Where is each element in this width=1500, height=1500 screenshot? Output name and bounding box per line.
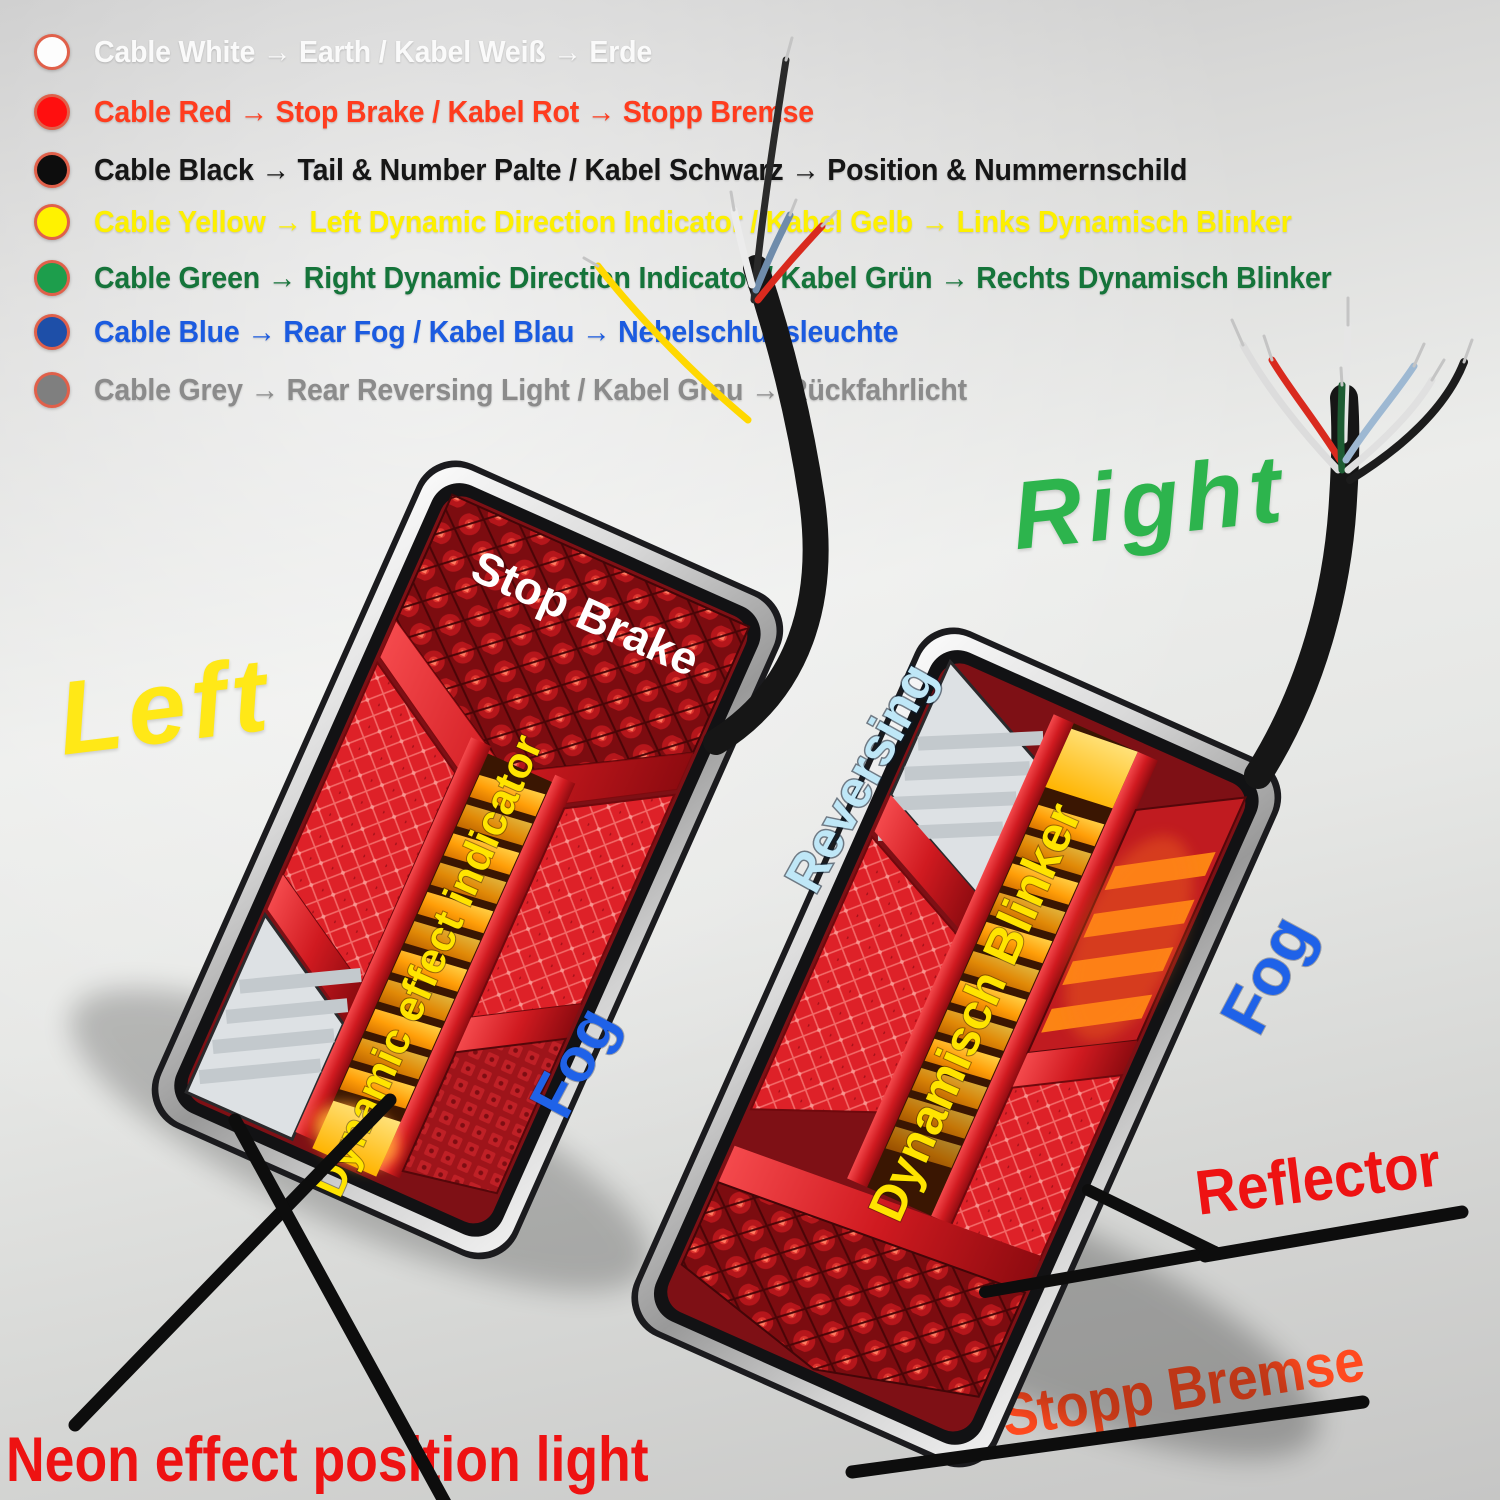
- legend-label-grey: Cable Grey → Rear Reversing Light / Kabe…: [94, 372, 967, 407]
- right-cable: [1230, 296, 1474, 789]
- right-wire-white-2: [1340, 321, 1352, 444]
- right-wire-red: [1268, 356, 1344, 464]
- left-wire-white: [730, 206, 756, 289]
- left-wire-red: [754, 222, 826, 304]
- cable-dot-grey: [34, 372, 70, 408]
- legend-row-green: Cable Green → Right Dynamic Direction In…: [34, 256, 1439, 300]
- left-wire-black: [750, 56, 790, 304]
- legend-label-white: Cable White → Earth / Kabel Weiß → Erde: [94, 34, 653, 69]
- cable-dot-red: [34, 94, 70, 130]
- legend-label-yellow: Cable Yellow → Left Dynamic Direction In…: [94, 204, 1292, 239]
- left-tail-lamp: Stop Brake Dynamic effect indicator: [151, 460, 784, 1260]
- right-fog-glow: [1041, 835, 1216, 1041]
- legend-label-green: Cable Green → Right Dynamic Direction In…: [94, 260, 1332, 295]
- cable-dot-yellow: [34, 204, 70, 240]
- left-cable: [582, 36, 838, 755]
- legend-row-white: Cable White → Earth / Kabel Weiß → Erde: [34, 30, 701, 74]
- cable-dot-black: [34, 152, 70, 188]
- legend-row-yellow: Cable Yellow → Left Dynamic Direction In…: [34, 200, 1396, 244]
- left-wire-yellow: [594, 262, 752, 424]
- right-wire-white-1: [1239, 341, 1342, 474]
- left-upper-sparkle-panel: [469, 793, 676, 1019]
- right-lower-sparkle-panel: [928, 1073, 1124, 1274]
- legend-label-black: Cable Black → Tail & Number Palte / Kabe…: [94, 152, 1188, 187]
- legend-row-black: Cable Black → Tail & Number Palte / Kabe…: [34, 148, 1282, 192]
- right-stop-brake-panel: [680, 1181, 1027, 1398]
- left-wire-blue: [752, 211, 794, 294]
- right-wire-black: [1346, 358, 1468, 484]
- cable-dot-white: [34, 34, 70, 70]
- right-wire-white-3: [1344, 376, 1436, 474]
- left-reversing-panel: [184, 911, 346, 1142]
- cable-dot-green: [34, 260, 70, 296]
- legend-row-grey: Cable Grey → Rear Reversing Light / Kabe…: [34, 368, 1043, 412]
- right-tail-lamp: Dynamisch Blinker: [631, 627, 1282, 1468]
- annotation-lines: [68, 1093, 1469, 1500]
- right-indicator-strip: [885, 728, 1138, 1177]
- legend-row-red: Cable Red → Stop Brake / Kabel Rot → Sto…: [34, 90, 877, 134]
- neon-position-light-label: Neon effect position light: [6, 1425, 649, 1495]
- legend-label-red: Cable Red → Stop Brake / Kabel Rot → Sto…: [94, 94, 814, 129]
- right-wire-blue: [1342, 362, 1418, 464]
- right-wire-green: [1337, 381, 1346, 474]
- cable-dot-blue: [34, 314, 70, 350]
- left-fog-panel: [401, 1037, 568, 1195]
